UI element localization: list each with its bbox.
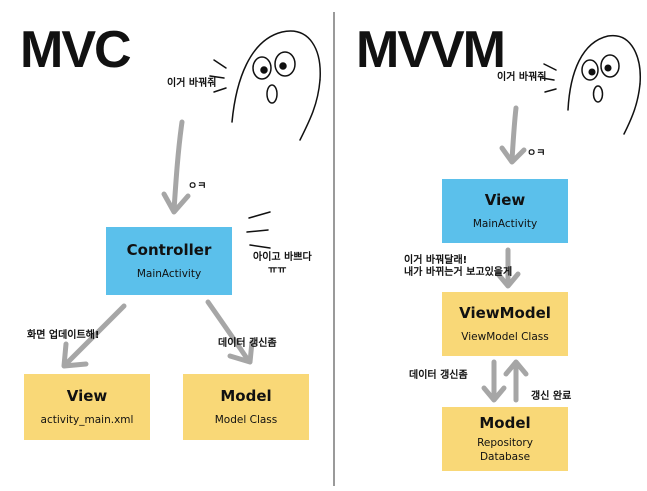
mvc-title: MVC <box>20 21 132 79</box>
mvc-update-screen-label: 화면 업데이트해! <box>27 330 100 341</box>
mvc-model-sub: Model Class <box>214 413 278 426</box>
mvvm-update-done-label: 갱신 완료 <box>531 391 572 402</box>
mvvm-update-data-label: 데이터 갱신좀 <box>409 370 468 381</box>
mvc-model-title: Model <box>220 386 272 405</box>
mvc-view-sub: activity_main.xml <box>40 413 134 426</box>
arrow-person-to-controller <box>171 119 185 213</box>
arrow-person-to-view <box>509 105 519 163</box>
mvvm-title: MVVM <box>356 21 506 79</box>
mvvm-viewmodel-box: ViewModel ViewModel Class <box>442 292 568 356</box>
mvvm-stick-figure <box>541 34 641 135</box>
mvc-busy-label: 아이고 바쁘다 <box>253 252 312 263</box>
mvc-controller-sub: MainActivity <box>136 267 202 280</box>
mvc-speech-label: 이거 바꿔줘 <box>167 78 217 89</box>
mvc-busy-tears-label: ㅠㅠ <box>268 265 287 276</box>
mvvm-ok-label: ㅇㅋ <box>527 148 546 159</box>
mvc-stick-figure <box>209 30 321 249</box>
mvvm-request-line1: 이거 바꿔달래! <box>404 255 468 266</box>
mvvm-model-box: Model Repository Database <box>442 407 568 471</box>
mvc-controller-title: Controller <box>126 240 212 259</box>
mvvm-model-sub-repository: Repository <box>477 436 533 449</box>
mvvm-view-sub: MainActivity <box>472 217 538 230</box>
mvvm-viewmodel-title: ViewModel <box>459 303 551 322</box>
mvc-ok-label: ㅇㅋ <box>188 181 207 192</box>
mvc-view-title: View <box>66 386 108 405</box>
mvc-update-data-label: 데이터 갱신좀 <box>218 338 277 349</box>
mvvm-model-title: Model <box>479 413 531 432</box>
mvvm-arrows <box>481 105 529 403</box>
mvvm-request-line2: 내가 바뀌는거 보고있을게 <box>404 267 513 278</box>
mvvm-viewmodel-sub: ViewModel Class <box>461 330 549 343</box>
mvvm-view-box: View MainActivity <box>442 179 568 243</box>
mvvm-view-title: View <box>484 190 526 209</box>
mvvm-model-sub-database: Database <box>479 451 531 463</box>
mvc-view-box: View activity_main.xml <box>24 374 150 440</box>
mvvm-model-sub: Repository Database <box>477 436 533 464</box>
arrow-controller-to-model <box>205 299 251 363</box>
mvvm-speech-label: 이거 바꿔줘 <box>497 72 547 83</box>
mvc-arrows <box>61 119 255 369</box>
arrow-controller-to-view <box>63 303 127 367</box>
mvc-controller-box: Controller MainActivity <box>106 227 232 295</box>
mvc-model-box: Model Model Class <box>183 374 309 440</box>
